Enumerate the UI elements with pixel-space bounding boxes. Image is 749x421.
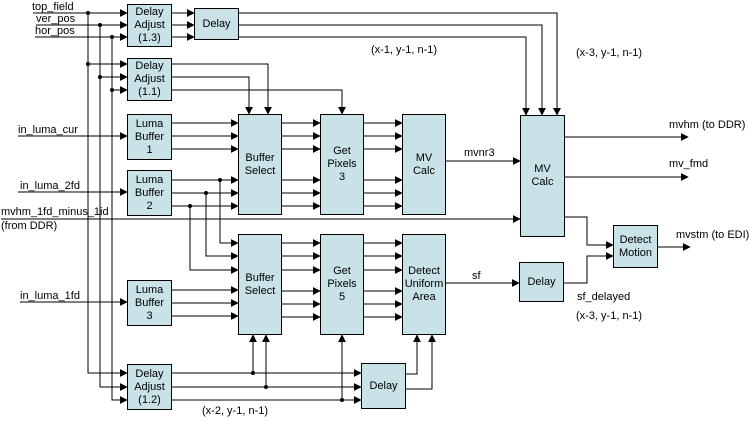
junction-dots <box>86 11 344 402</box>
block-mv-calc-right: MV Calc <box>520 115 565 237</box>
delay-to-mv-calc-right-wires <box>239 12 561 116</box>
block-detect-uniform-area: Detect Uniform Area <box>402 234 446 335</box>
block-luma-buffer-1: Luma Buffer 1 <box>127 114 172 160</box>
signal-label-in-luma-cur: in_luma_cur <box>18 124 78 136</box>
annotation-bottom-right: (x-3, y-1, n-1) <box>576 310 643 322</box>
delay-right-to-detect-motion-wire <box>563 252 614 284</box>
luma-buffer-2-branch-wires <box>189 180 239 274</box>
block-get-pixels-5: Get Pixels 5 <box>320 234 364 335</box>
block-mv-calc-left: MV Calc <box>402 114 446 215</box>
signal-label-in-luma-2fd: in_luma_2fd <box>20 180 80 192</box>
signal-label-mvhm-to-ddr: mvhm (to DDR) <box>669 119 746 131</box>
buffer-select-bottom-to-get-pixels-5-wires <box>282 239 321 321</box>
buffer-select-top-to-get-pixels-3-wires <box>282 119 321 210</box>
get-pixels-3-to-mv-calc-wires <box>364 119 403 210</box>
block-get-pixels-3: Get Pixels 3 <box>320 114 364 215</box>
delay-adjust-11-output-wires <box>172 63 346 115</box>
signal-label-mvnr3: mvnr3 <box>464 147 495 159</box>
block-luma-buffer-2: Luma Buffer 2 <box>127 170 172 216</box>
annotation-top-right: (x-3, y-1, n-1) <box>576 47 643 59</box>
block-delay-adjust-1-2: Delay Adjust (1.2) <box>127 364 172 410</box>
block-delay-adjust-1-3: Delay Adjust (1.3) <box>127 4 172 47</box>
get-pixels-5-to-detect-uniform-wires <box>364 239 403 321</box>
annotation-bottom-middle: (x-2, y-1, n-1) <box>202 405 269 417</box>
block-delay-right: Delay <box>519 262 564 302</box>
block-buffer-select-top: Buffer Select <box>238 114 282 215</box>
block-luma-buffer-3: Luma Buffer 3 <box>127 280 172 326</box>
mv-calc-right-output-wires <box>565 133 689 249</box>
position-feed-wires <box>87 13 128 404</box>
signal-label-mv-fmd: mv_fmd <box>669 158 709 170</box>
block-delay-top: Delay <box>194 8 239 40</box>
block-delay-adjust-1-1: Delay Adjust (1.1) <box>127 58 172 101</box>
signal-label-sf-delayed: sf_delayed <box>577 291 631 303</box>
block-detect-motion: Detect Motion <box>613 225 658 268</box>
signal-label-top-field: top_field <box>32 1 74 13</box>
signal-label-ver-pos: ver_pos <box>36 13 76 25</box>
delay-bottom-output-wires <box>406 334 436 390</box>
block-buffer-select-bottom: Buffer Select <box>238 234 282 335</box>
delay-adjust-12-output-wires <box>172 334 362 404</box>
signal-label-sf: sf <box>472 270 481 282</box>
signal-label-in-luma-1fd: in_luma_1fd <box>20 290 80 302</box>
block-delay-bottom: Delay <box>361 363 406 409</box>
delay-adjust-13-to-delay-wires <box>172 9 195 41</box>
signal-label-mvhm-feedback: mvhm_1fd_minus_1id <box>1 206 109 218</box>
signal-label-mvstm-to-edi: mvstm (to EDI) <box>676 229 749 241</box>
signal-label-mvhm-feedback-source: (from DDR) <box>1 220 58 232</box>
signal-label-hor-pos: hor_pos <box>35 25 75 37</box>
annotation-top-middle: (x-1, y-1, n-1) <box>371 44 438 56</box>
